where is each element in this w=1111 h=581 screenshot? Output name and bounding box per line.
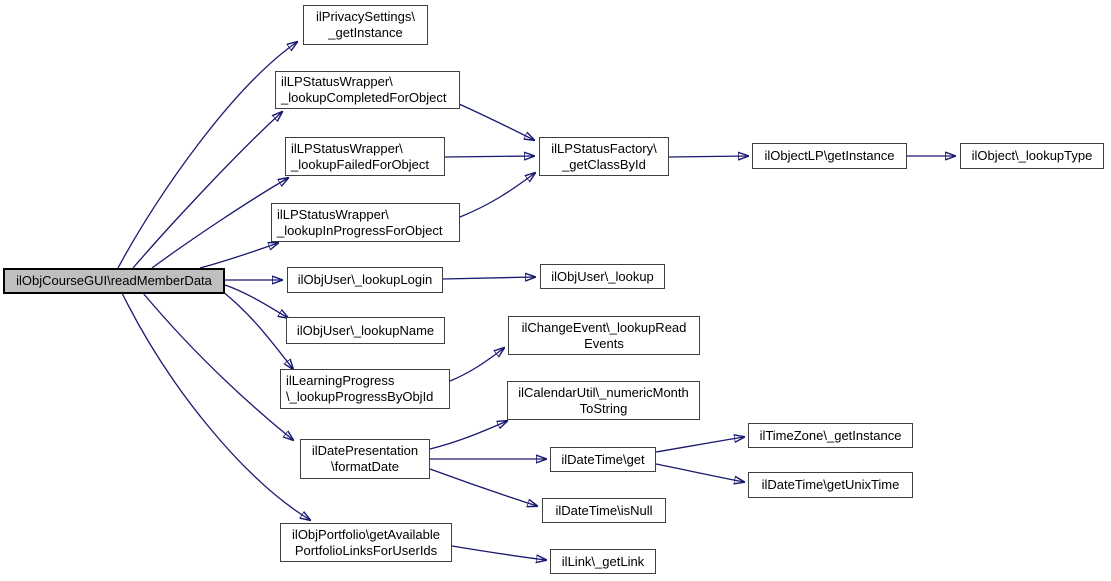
node-privacy-getinstance[interactable]: ilPrivacySettings\ _getInstance — [303, 5, 428, 45]
edge-readMemberData-privacy_getInstance — [117, 42, 297, 269]
edge-dateTimeGet-getUnixTime — [655, 463, 744, 482]
node-datetime-isnull[interactable]: ilDateTime\isNull — [542, 498, 666, 523]
node-get-link[interactable]: ilLink\_getLink — [550, 549, 656, 574]
edge-formatDate-numericMonthToString — [429, 421, 507, 450]
node-lookup-login[interactable]: ilObjUser\_lookupLogin — [287, 267, 443, 293]
node-get-unix-time[interactable]: ilDateTime\getUnixTime — [748, 472, 913, 498]
edge-lookupProgressByObjId-lookupReadEvents — [449, 348, 504, 382]
node-lookup-completed-for-object[interactable]: ilLPStatusWrapper\ _lookupCompletedForOb… — [275, 71, 460, 109]
edge-readMemberData-lookupFailedForObject — [151, 178, 288, 269]
node-lookup-type[interactable]: ilObject\_lookupType — [960, 143, 1104, 169]
node-timezone-getinstance[interactable]: ilTimeZone\_getInstance — [748, 423, 913, 448]
edge-dateTimeGet-timeZoneGetInstance — [655, 437, 744, 453]
node-numeric-month-to-string[interactable]: ilCalendarUtil\_numericMonth ToString — [507, 381, 700, 420]
edge-lookupCompletedForObject-getClassById — [458, 103, 534, 140]
edge-readMemberData-getAvailablePortfolioLinks — [121, 292, 310, 520]
edge-lookupLogin-userLookup — [442, 277, 535, 279]
node-datetime-get[interactable]: ilDateTime\get — [550, 447, 656, 472]
edge-lookupFailedForObject-getClassById — [444, 156, 534, 157]
edge-readMemberData-lookupName — [224, 284, 288, 318]
edge-readMemberData-lookupProgressByObjId — [221, 290, 293, 369]
edge-getClassById-objectLPGetInstance — [668, 156, 748, 157]
node-lookup-failed-for-object[interactable]: ilLPStatusWrapper\ _lookupFailedForObjec… — [285, 137, 445, 176]
node-lookup-read-events[interactable]: ilChangeEvent\_lookupRead Events — [508, 316, 700, 355]
edge-getAvailablePortfolioLinks-getLink — [451, 545, 546, 560]
node-get-available-portfolio-links[interactable]: ilObjPortfolio\getAvailable PortfolioLin… — [280, 523, 452, 562]
edge-readMemberData-lookupCompletedForObject — [132, 112, 282, 269]
node-lookup-progress-by-objid[interactable]: ilLearningProgress \_lookupProgressByObj… — [280, 369, 450, 409]
edge-readMemberData-lookupInProgressForObject — [199, 243, 278, 269]
node-lookup-name[interactable]: ilObjUser\_lookupName — [286, 317, 445, 344]
node-lookup-in-progress-for-object[interactable]: ilLPStatusWrapper\ _lookupInProgressForO… — [271, 203, 460, 242]
edge-readMemberData-formatDate — [142, 292, 293, 440]
node-readMemberData: ilObjCourseGUI\readMemberData — [3, 268, 225, 294]
node-get-class-by-id[interactable]: ilLPStatusFactory\ _getClassById — [539, 137, 669, 176]
edge-lookupInProgressForObject-getClassById — [459, 173, 535, 218]
edge-formatDate-isNull — [429, 468, 537, 506]
node-objectlp-getinstance[interactable]: ilObjectLP\getInstance — [752, 143, 907, 169]
node-user-lookup[interactable]: ilObjUser\_lookup — [540, 264, 665, 289]
node-format-date[interactable]: ilDatePresentation \formatDate — [300, 439, 430, 479]
